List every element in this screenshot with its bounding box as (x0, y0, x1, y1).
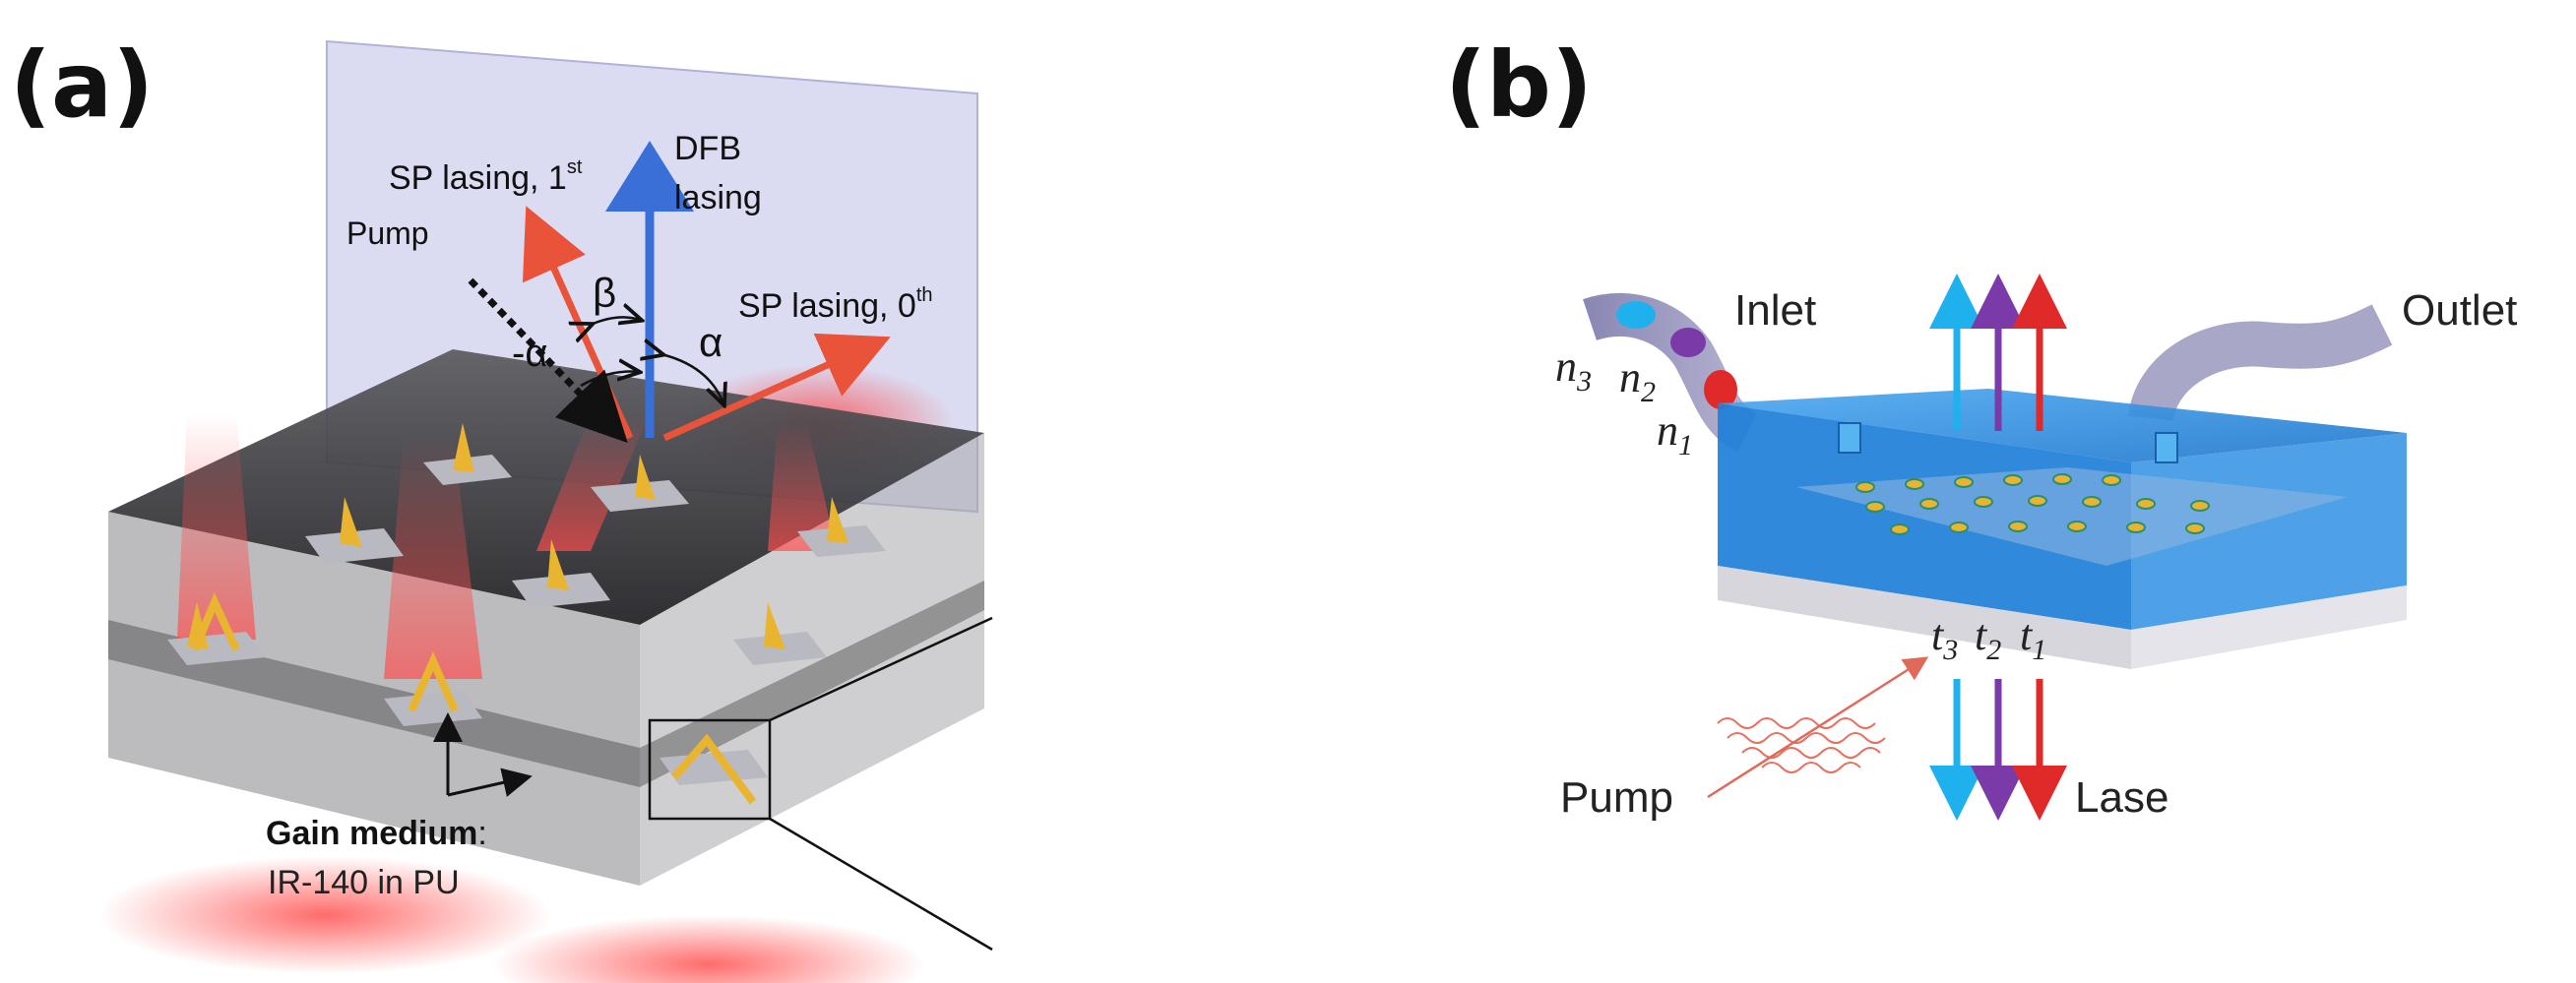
inlet-label: Inlet (1734, 286, 1816, 335)
chip-top (1718, 389, 2407, 462)
neg-alpha-arc (580, 372, 638, 388)
inlet-port (1838, 422, 1861, 454)
nanostructure-7 (167, 592, 266, 665)
sp0-sup: th (916, 284, 933, 306)
sp1-text: SP lasing, 1 (389, 159, 567, 197)
emission-beam-4 (768, 423, 837, 551)
gain-material-label: IR-140 in PU (268, 864, 460, 901)
t1-sub: 1 (2032, 634, 2046, 666)
nanodisk-array (1855, 473, 2210, 535)
beta-arc (591, 317, 640, 325)
gain-medium-colon: : (477, 815, 486, 852)
n3-base: n (1555, 342, 1577, 391)
gain-arrow-2 (447, 768, 533, 797)
gain-medium-bold: Gain medium (266, 815, 477, 852)
panel-a: (a) (10, 32, 993, 983)
nanostructure-1 (423, 423, 512, 485)
droplet-n3 (1616, 301, 1656, 329)
panel-a-label: (a) (10, 32, 154, 138)
nanostructure-4 (797, 497, 886, 557)
t3-label: t3 (1931, 611, 1958, 666)
n1-sub: 1 (1678, 429, 1693, 461)
sp0-arrow (662, 333, 891, 442)
nanostructure-5 (512, 539, 610, 608)
t2-label: t2 (1975, 611, 2001, 666)
sp1-label: SP lasing, 1st (389, 156, 583, 197)
alpha-label: α (699, 319, 723, 365)
n1-label: n1 (1657, 406, 1693, 461)
sp0-label: SP lasing, 0th (738, 284, 933, 325)
panel-b: (b) (1445, 32, 2517, 822)
outlet-port (2155, 432, 2178, 463)
n2-base: n (1619, 353, 1641, 401)
panel-b-label: (b) (1445, 32, 1593, 138)
outlet-label: Outlet (2402, 286, 2517, 335)
pump-label-a: Pump (346, 215, 429, 251)
t1-label: t1 (2020, 611, 2046, 666)
n3-label: n3 (1555, 342, 1592, 398)
droplet-n1 (1704, 370, 1737, 409)
emission-beam-1 (177, 413, 256, 640)
chip-base-front (1718, 566, 2131, 669)
dfb-label-line2: lasing (674, 179, 762, 216)
t2-base: t (1975, 611, 1988, 659)
sp1-sup: st (567, 156, 583, 178)
nanostructure-2 (591, 455, 689, 512)
chip-chamber (1796, 467, 2348, 566)
t3-sub: 3 (1942, 634, 1958, 666)
n2-sub: 2 (1641, 376, 1656, 408)
t3-base: t (1931, 611, 1945, 659)
droplet-n2 (1670, 328, 1706, 357)
lase-label: Lase (2075, 773, 2168, 822)
dfb-label-line1: DFB (674, 130, 741, 167)
alpha-arc (661, 354, 723, 403)
t2-sub: 2 (1986, 634, 2001, 666)
gain-slab-shadow-band (108, 581, 984, 787)
glow-bottom-mid (492, 915, 925, 983)
nanostructure-6 (733, 602, 827, 665)
callout-line-top (769, 616, 993, 722)
pump-label-b: Pump (1560, 773, 1673, 822)
n2-label: n2 (1619, 353, 1656, 408)
sp0-text: SP lasing, 0 (738, 287, 916, 325)
zoom-box (648, 718, 772, 821)
nanostructure-9 (660, 733, 768, 805)
pump-pulse (1717, 717, 1886, 773)
outlet-tube (2128, 304, 2393, 423)
nanostructure-3 (305, 497, 404, 564)
gain-medium-label: Gain medium: (266, 815, 487, 852)
chip-base-side (2131, 585, 2407, 669)
beta-label: β (593, 270, 616, 316)
glow-bottom-left (98, 856, 551, 974)
n3-sub: 3 (1576, 365, 1592, 398)
neg-alpha-label: -α (512, 332, 547, 375)
emission-beam-2 (384, 433, 482, 679)
pump-arrow-b (1707, 656, 1929, 799)
n1-base: n (1657, 406, 1678, 455)
pump-arrow (468, 277, 628, 444)
nanostructure-array (167, 423, 886, 805)
emission-beam-3 (536, 413, 650, 551)
t1-base: t (2020, 611, 2034, 659)
callout-line-bottom (769, 817, 993, 952)
